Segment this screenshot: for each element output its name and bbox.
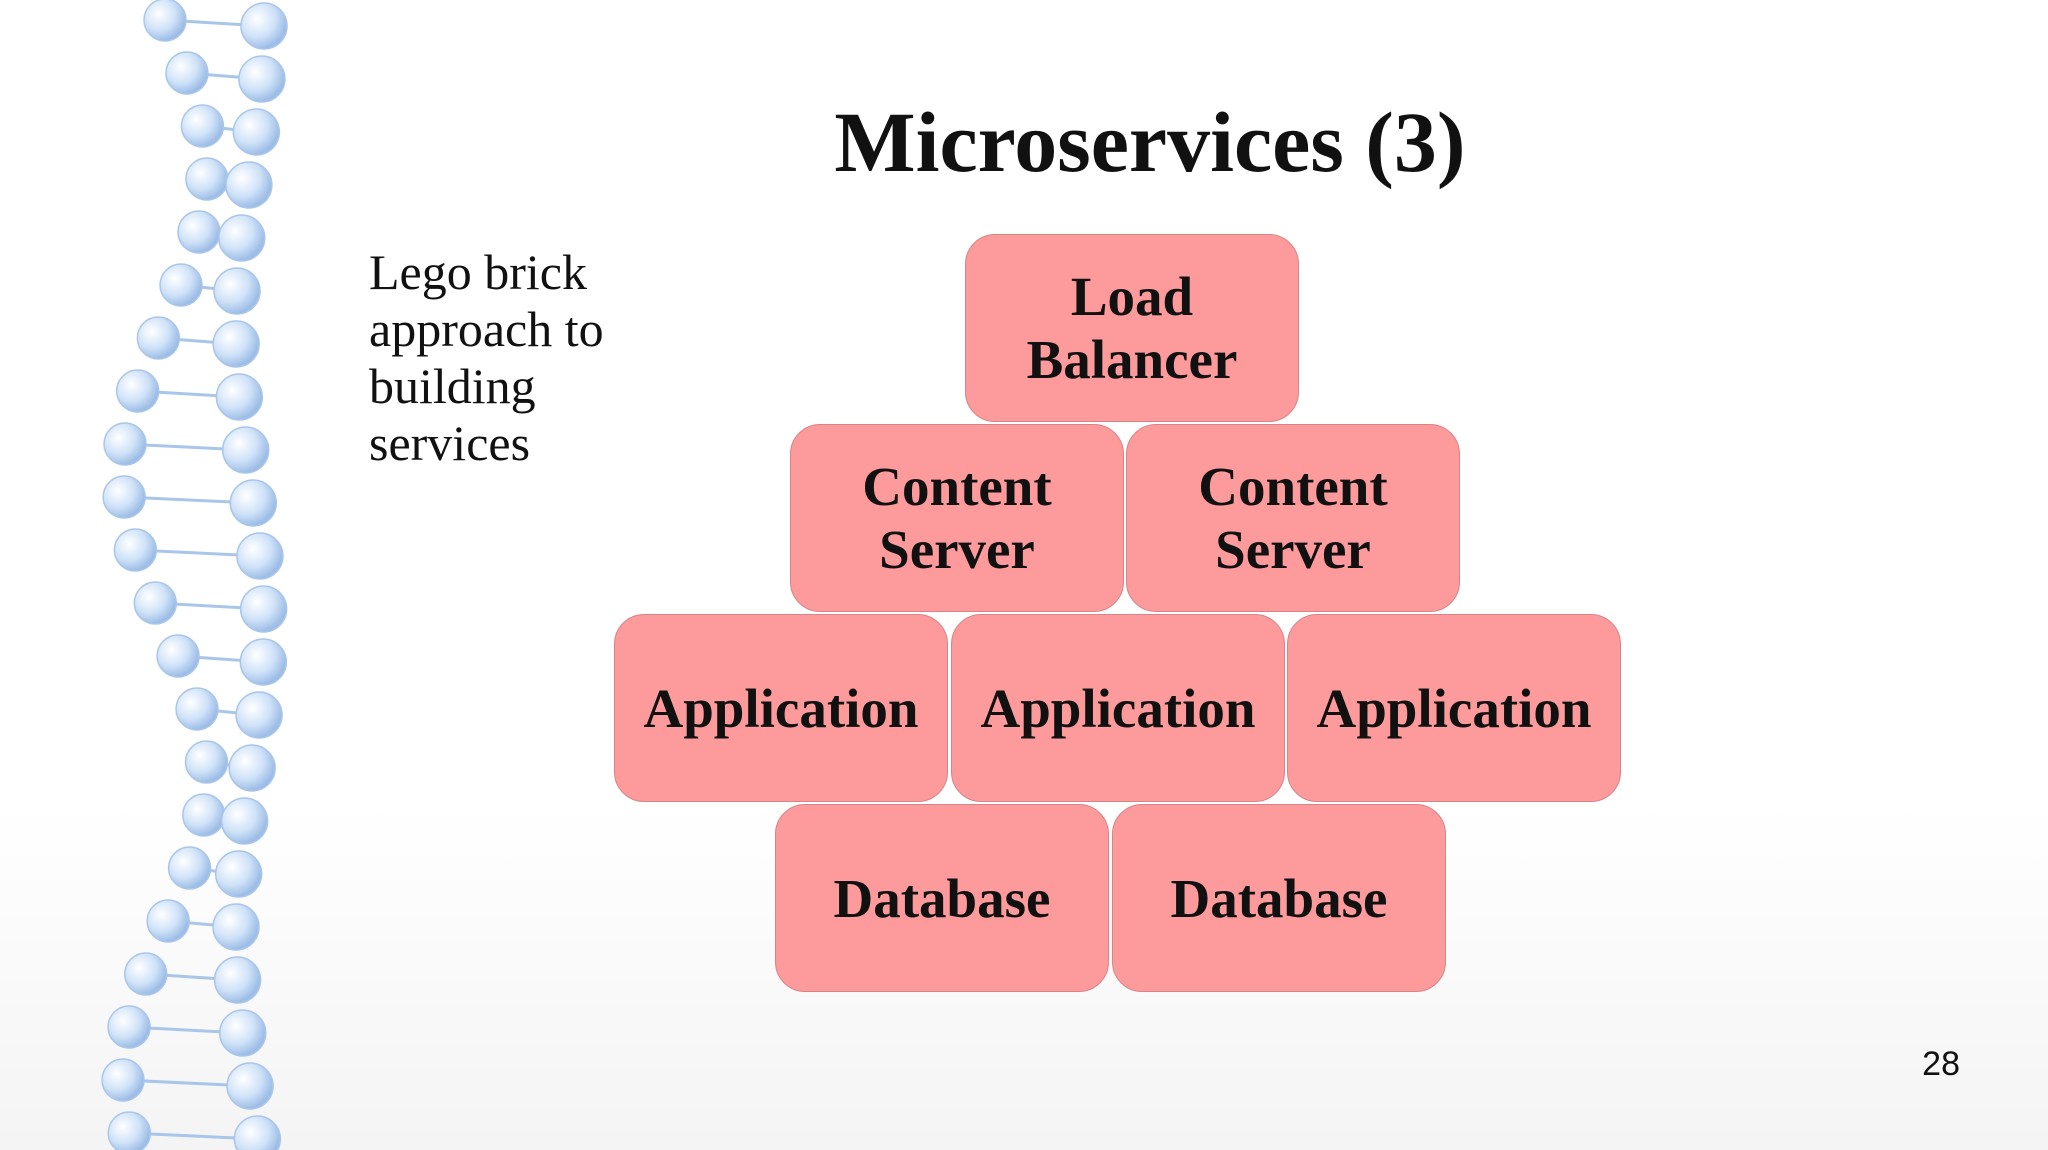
- dna-ball: [159, 263, 203, 307]
- side-text-line: building: [369, 358, 536, 414]
- dna-ball: [218, 1009, 267, 1057]
- dna-ball: [235, 691, 283, 739]
- dna-ball: [167, 846, 212, 890]
- dna-ball: [213, 956, 262, 1004]
- application-brick: Application: [951, 614, 1285, 802]
- dna-ball: [133, 581, 178, 625]
- dna-ball: [156, 634, 200, 678]
- brick-label-line: Load: [1070, 266, 1194, 327]
- brick-label-line: Server: [1215, 519, 1371, 580]
- brick-label-line: Balancer: [1026, 329, 1238, 390]
- application-brick: Application: [614, 614, 948, 802]
- dna-helix-decoration: [101, 0, 288, 1150]
- dna-ball: [238, 55, 286, 103]
- side-text: Lego brick approach to building services: [369, 244, 689, 472]
- dna-ball: [175, 687, 219, 731]
- brick-label-line: Content: [862, 456, 1052, 517]
- dna-ball: [102, 475, 146, 519]
- database-brick: Database: [1112, 804, 1446, 992]
- brick-label: Application: [980, 677, 1256, 739]
- dna-ball: [233, 1115, 282, 1150]
- dna-ball: [113, 528, 158, 572]
- dna-ball: [225, 161, 273, 209]
- dna-ball: [236, 532, 284, 580]
- page-number: 28: [1922, 1045, 1960, 1083]
- slide-title: Microservices (3): [834, 94, 1466, 190]
- dna-ball: [240, 2, 288, 50]
- dna-ball: [218, 214, 266, 262]
- side-text-line: services: [369, 415, 531, 471]
- dna-ball: [228, 744, 276, 792]
- dna-ball: [107, 1005, 151, 1049]
- dna-ball: [107, 1111, 152, 1150]
- dna-ball: [181, 793, 226, 837]
- dna-ball: [184, 740, 229, 784]
- content-server-brick: Content Server: [790, 424, 1124, 612]
- dna-ball: [143, 0, 187, 42]
- dna-ball: [124, 952, 168, 996]
- load-balancer-brick: Load Balancer: [965, 234, 1299, 422]
- database-brick: Database: [775, 804, 1109, 992]
- dna-ball: [115, 369, 160, 413]
- brick-label: Database: [1170, 867, 1388, 929]
- dna-ball: [185, 157, 229, 201]
- dna-ball: [221, 426, 270, 474]
- dna-ball: [136, 316, 181, 360]
- brick-label-line: Content: [1198, 456, 1388, 517]
- dna-ball: [212, 903, 260, 951]
- dna-ball: [239, 638, 288, 686]
- dna-ball: [177, 210, 221, 254]
- dna-ball: [101, 1058, 145, 1102]
- dna-ball: [180, 104, 225, 148]
- dna-ball: [212, 320, 260, 368]
- brick-label-line: Server: [879, 519, 1035, 580]
- brick-label: Application: [1316, 677, 1592, 739]
- dna-ball: [165, 51, 209, 95]
- dna-ball: [239, 585, 288, 633]
- brick-label: Database: [833, 867, 1051, 929]
- content-server-brick: Content Server: [1126, 424, 1460, 612]
- dna-ball: [220, 797, 269, 845]
- brick-label: Application: [643, 677, 919, 739]
- dna-ball: [103, 422, 147, 466]
- dna-ball: [226, 1062, 274, 1110]
- dna-ball: [229, 479, 278, 527]
- dna-ball: [213, 267, 261, 315]
- dna-ball: [232, 108, 281, 156]
- side-text-line: approach to: [369, 301, 604, 357]
- dna-ball: [146, 899, 190, 943]
- application-brick: Application: [1287, 614, 1621, 802]
- dna-ball: [215, 373, 264, 421]
- dna-ball: [214, 850, 263, 898]
- side-text-line: Lego brick: [369, 244, 587, 300]
